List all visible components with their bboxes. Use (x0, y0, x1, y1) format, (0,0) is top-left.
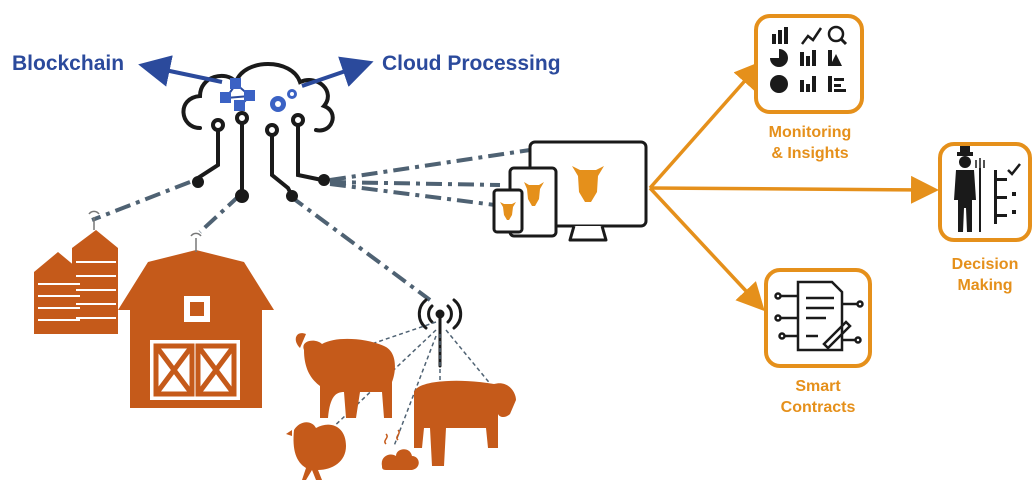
link-cloud-devices-3 (329, 182, 496, 207)
gears-icon (270, 89, 297, 112)
link-cloud-silo (91, 180, 191, 222)
arrow-to-cloud-processing (301, 56, 374, 88)
analytics-dashboard-icon (754, 14, 864, 114)
arrow-to-blockchain (138, 55, 223, 87)
chicken-icon (286, 422, 346, 480)
network-links (91, 148, 531, 302)
link-cloud-devices-1 (329, 148, 531, 182)
link-cloud-antenna (288, 194, 432, 302)
contracts-label-line1: Smart (795, 378, 841, 395)
buffalo-icon (295, 333, 395, 418)
silo-icon (34, 230, 118, 334)
devices-cow-icon (492, 140, 648, 242)
smart-contract-document-icon (764, 268, 872, 368)
cow-icon (414, 380, 516, 466)
blockchain-label: Blockchain (12, 52, 125, 75)
decision-label-line2: Making (957, 277, 1013, 294)
contracts-label-line2: Contracts (780, 399, 856, 416)
arrow-to-contracts (648, 186, 765, 312)
barn-icon (118, 250, 274, 408)
silo-antenna-icon (88, 210, 100, 230)
monitoring-label-line2: & Insights (771, 145, 849, 162)
decision-label: Decision Making (946, 254, 1024, 296)
monitoring-label-line1: Monitoring (768, 124, 852, 141)
blockchain-network-icon (220, 78, 255, 111)
decision-label-line1: Decision (951, 256, 1019, 273)
cloud-circuit-icon (181, 62, 335, 203)
arrow-to-decision (649, 175, 939, 204)
manure-icon (381, 429, 419, 470)
link-cloud-devices-2 (329, 180, 501, 187)
farmer-checklist-icon (938, 142, 1032, 242)
output-arrows (648, 60, 939, 312)
link-cloud-barn (198, 193, 242, 234)
barn-antenna-icon (190, 232, 202, 252)
cloud-processing-label: Cloud Processing (382, 52, 561, 75)
contracts-label: Smart Contracts (768, 376, 868, 418)
arrow-to-monitoring (648, 60, 763, 190)
monitoring-label: Monitoring & Insights (754, 122, 866, 164)
